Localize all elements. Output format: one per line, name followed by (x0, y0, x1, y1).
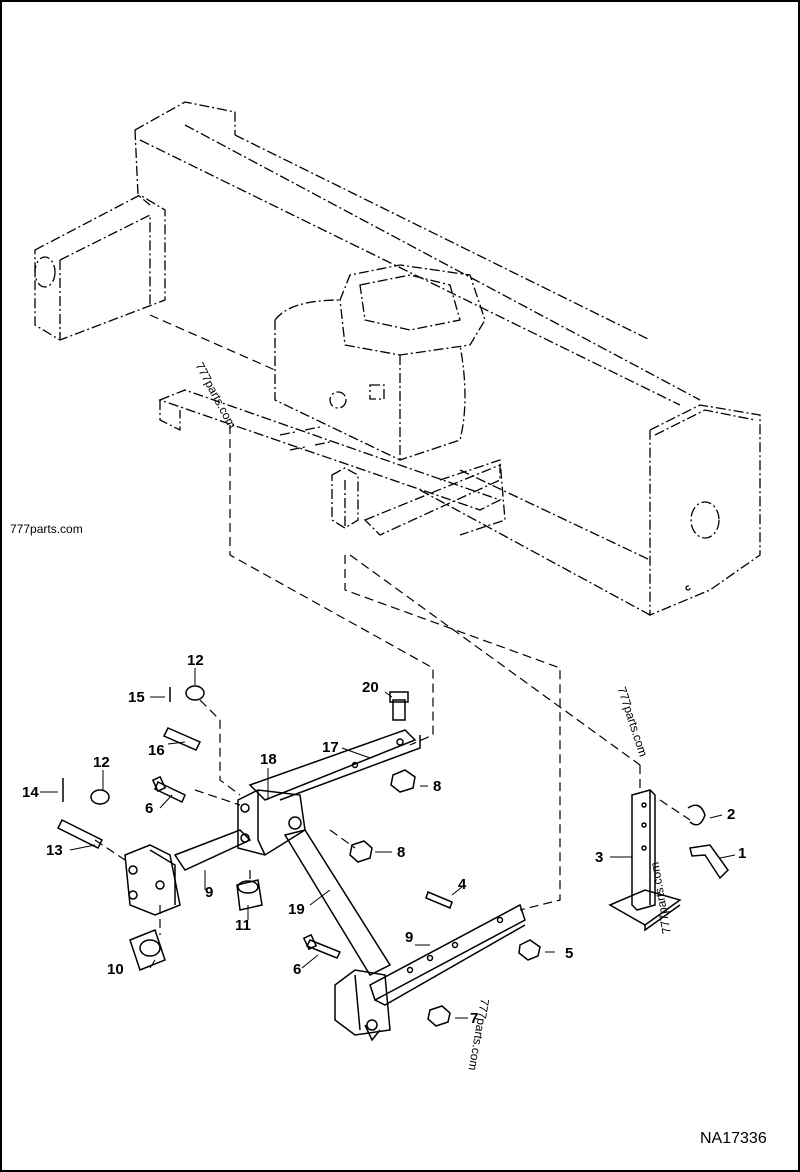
callout-3: 3 (595, 849, 604, 866)
bolt-6-top (154, 780, 186, 804)
bushing-10 (129, 929, 166, 971)
callout-2: 2 (727, 806, 736, 823)
bolt-20 (392, 699, 406, 721)
callout-10: 10 (107, 961, 124, 978)
callout-19: 19 (288, 901, 305, 918)
callout-9-right: 9 (405, 929, 414, 946)
callout-6-top: 6 (145, 800, 154, 817)
callout-15: 15 (128, 689, 145, 706)
callout-1: 1 (738, 845, 747, 862)
nut-8-mid (349, 840, 373, 863)
clip-2 (687, 804, 706, 826)
pin-13 (56, 818, 104, 850)
leader-lines (40, 668, 736, 1019)
callout-6-bottom: 6 (293, 961, 302, 978)
callout-17: 17 (322, 739, 339, 756)
callout-8-top: 8 (433, 778, 442, 795)
callout-12-top: 12 (187, 652, 204, 669)
callout-16: 16 (148, 742, 165, 759)
callout-9-left: 9 (205, 884, 214, 901)
brace-19 (283, 829, 392, 976)
pin-16 (162, 727, 202, 751)
snowblower-housing (34, 101, 761, 616)
watermark-2: 777parts.com (10, 522, 83, 536)
nut-8-top (390, 769, 416, 793)
callout-20: 20 (362, 679, 379, 696)
assembly-lines (94, 314, 691, 935)
nut-7 (427, 1005, 451, 1027)
ring-12-left (90, 789, 110, 805)
bracket-18 (237, 789, 306, 856)
ring-12-top (185, 685, 205, 701)
callout-7: 7 (470, 1010, 479, 1027)
callout-4: 4 (458, 876, 467, 893)
bushing-11 (236, 879, 263, 911)
callout-12-left: 12 (93, 754, 110, 771)
arm-17 (248, 729, 417, 801)
callout-5: 5 (565, 945, 574, 962)
bolt-4 (425, 890, 453, 910)
figure-id: NA17336 (700, 1130, 767, 1147)
callout-18: 18 (260, 751, 277, 768)
callout-14: 14 (22, 784, 39, 801)
bar-9-left (173, 829, 252, 871)
nut-5 (518, 939, 541, 961)
callout-8-mid: 8 (397, 844, 406, 861)
hitch-pin-1 (689, 844, 729, 880)
hitch-assembly (56, 685, 541, 1042)
jack-stand (608, 789, 729, 932)
callout-13: 13 (46, 842, 63, 859)
bolt-6-bottom (305, 939, 342, 959)
bar-9-right (369, 903, 526, 1002)
callout-11: 11 (235, 917, 251, 934)
